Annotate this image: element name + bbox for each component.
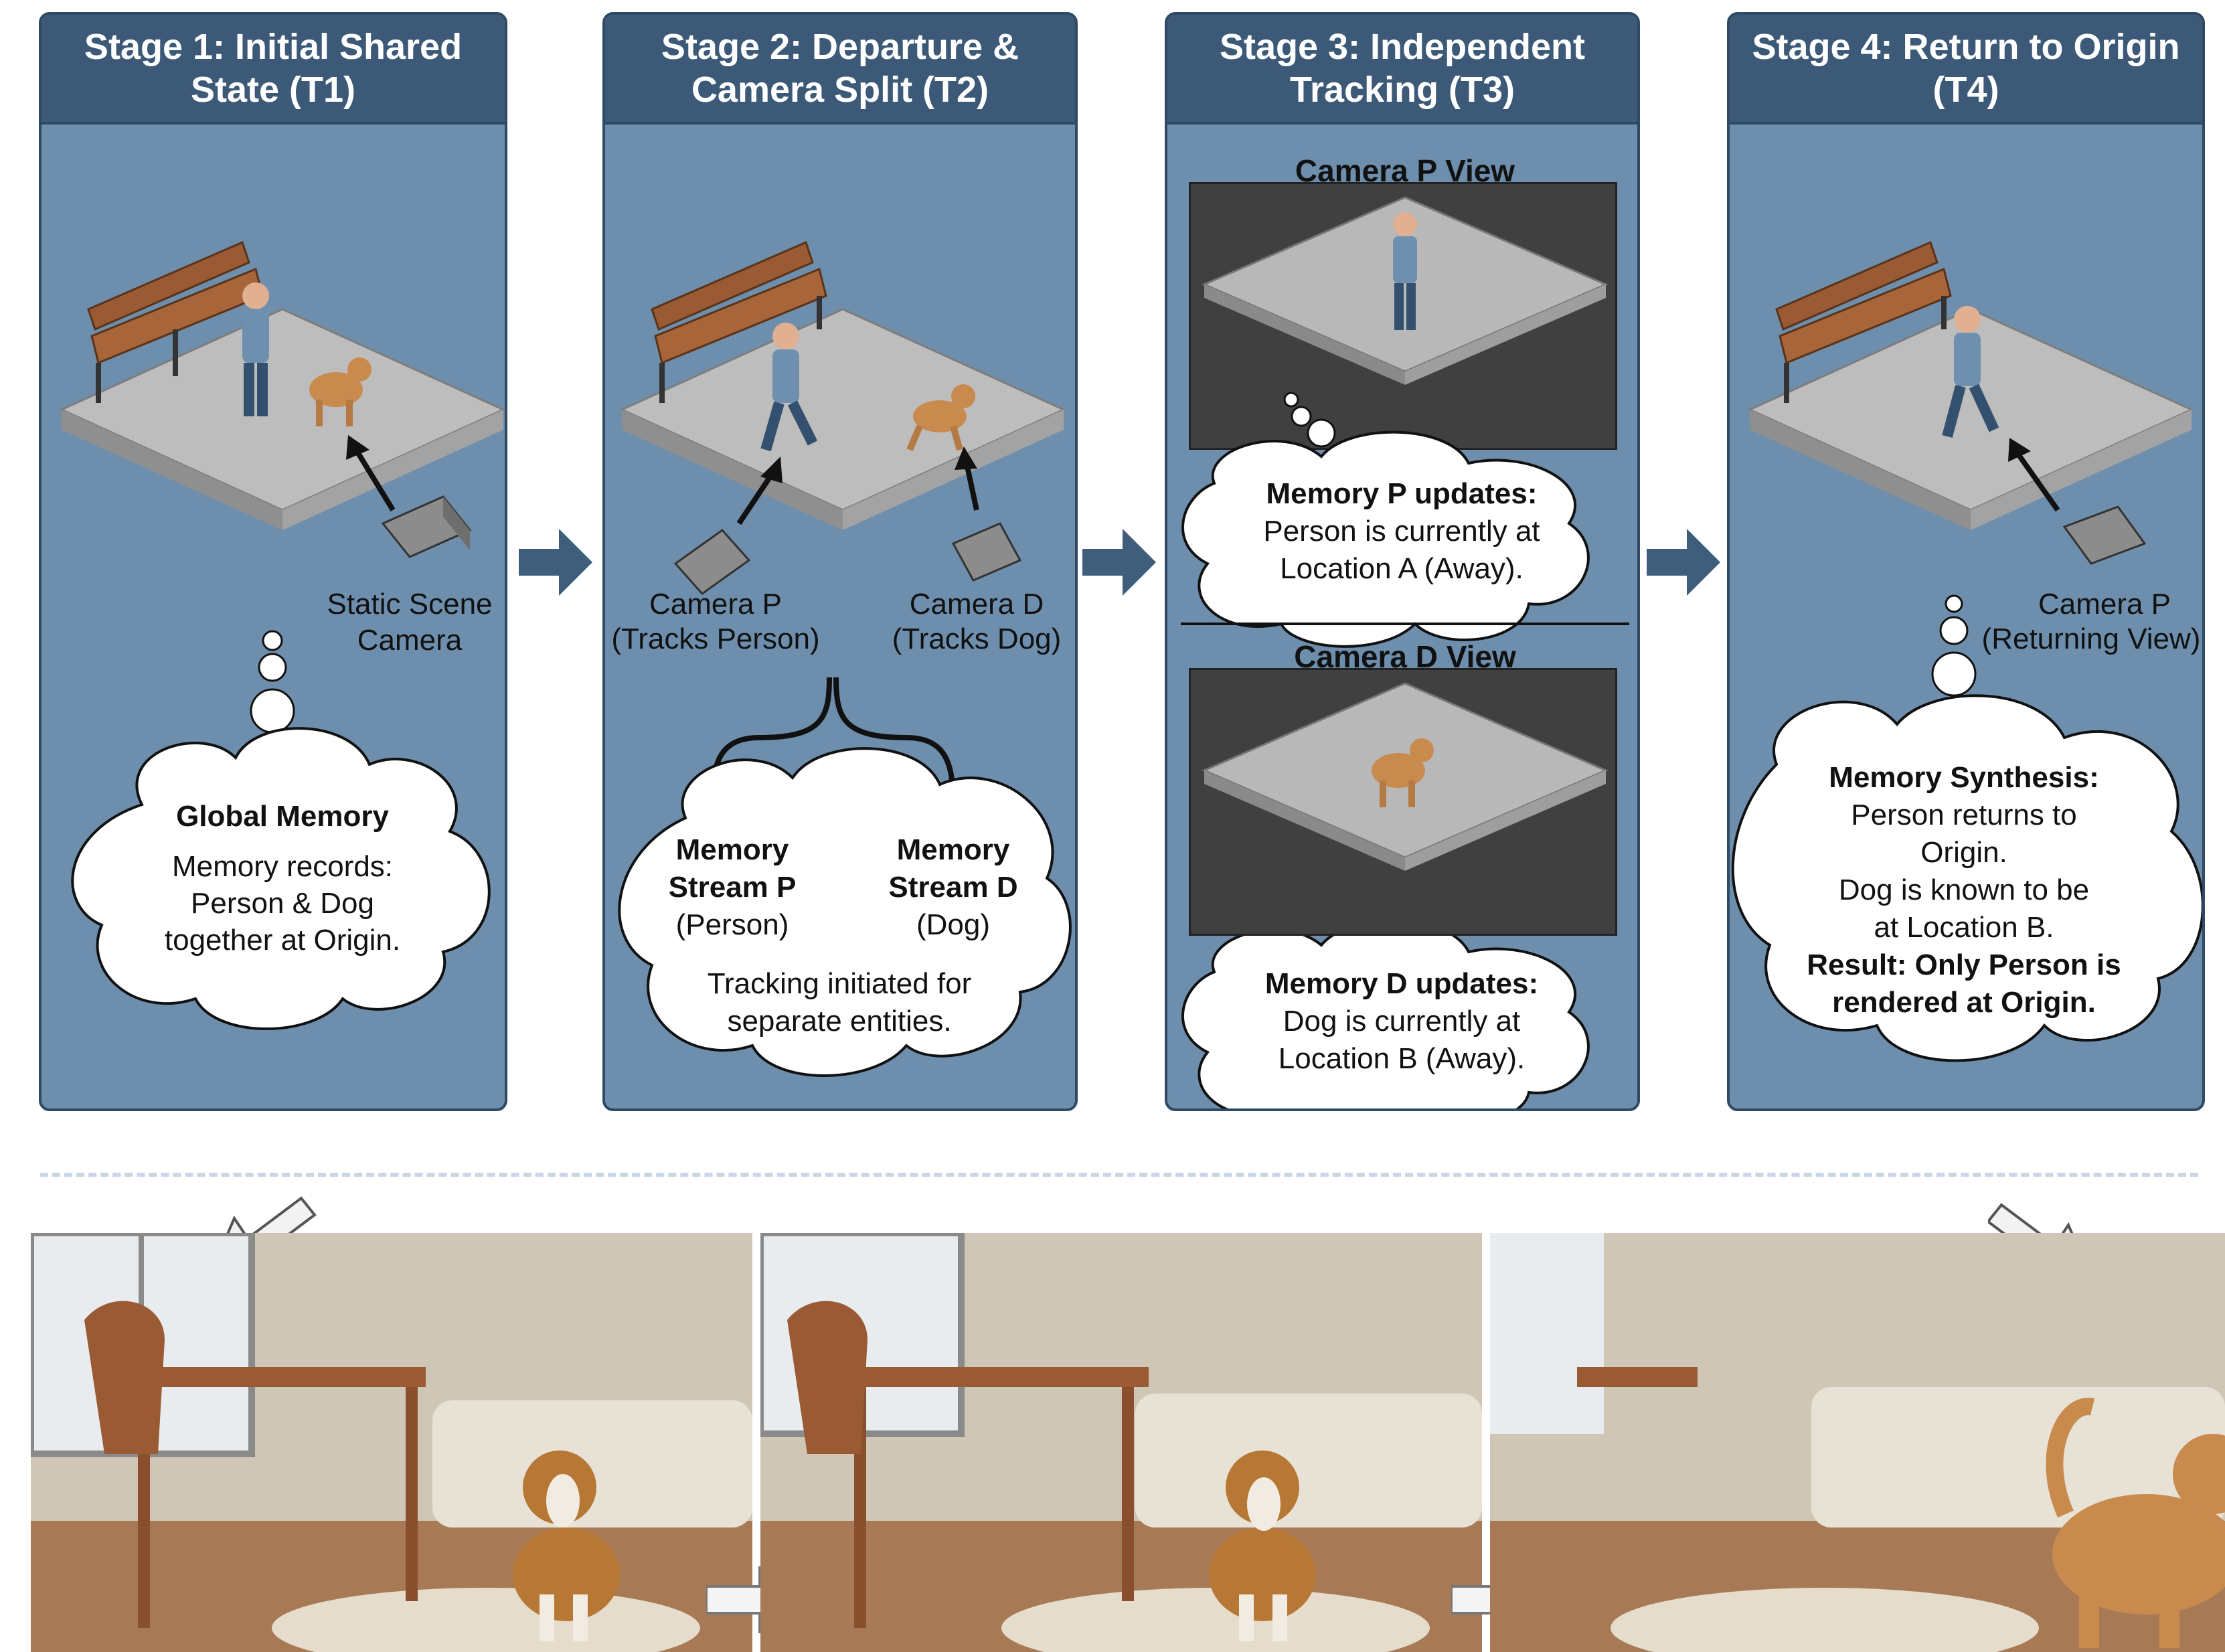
person-icon: [1393, 212, 1417, 330]
global-memory-line-3: together at Origin.: [164, 924, 401, 957]
camera-d-name: Camera D: [909, 588, 1044, 621]
memory-streams-cloud: [618, 747, 1072, 1077]
walking-dog-icon: [906, 384, 975, 451]
render-frame-2: [760, 1233, 1482, 1652]
stage-1-header: Stage 1: Initial Shared State (T1): [42, 15, 505, 125]
memory-d-line-1: Dog is currently at: [1283, 1005, 1521, 1038]
camera-p-name: Camera P: [649, 588, 782, 621]
memory-p-line-1: Person is currently at: [1263, 515, 1540, 548]
memory-p-title: Memory P updates:: [1266, 477, 1538, 510]
stream-d-title-1: Memory: [896, 833, 1010, 866]
memory-d-title: Memory D updates:: [1264, 967, 1539, 1000]
stage-4-title: Stage 4: Return to Origin (T4): [1752, 27, 2180, 110]
table-icon: [841, 1367, 1149, 1387]
camera-p-sub: (Tracks Person): [611, 623, 820, 655]
stream-p-sub: (Person): [675, 908, 789, 941]
table-icon: [125, 1367, 426, 1387]
camera-p-icon: [2062, 505, 2147, 565]
returning-person-icon: [1942, 306, 1999, 438]
synthesis-line-3: Dog is known to be: [1838, 874, 2090, 906]
global-memory-line-1: Memory records:: [171, 850, 394, 883]
memory-synthesis-title: Memory Synthesis:: [1829, 761, 2099, 794]
bench-icon: [651, 240, 827, 403]
static-scene-camera-icon: [381, 495, 472, 558]
sofa-icon: [1135, 1394, 1482, 1527]
dog-icon: [1209, 1451, 1316, 1641]
stage-1-panel: Stage 1: Initial Shared State (T1): [39, 12, 507, 1111]
camera-p-icon: [673, 528, 751, 596]
camera-d-sub: (Tracks Dog): [892, 623, 1062, 655]
dog-icon: [309, 357, 372, 426]
stage-3-title: Stage 3: Independent Tracking (T3): [1219, 27, 1586, 110]
stage-4-scene: [1731, 240, 2202, 1062]
stage-1-scene: [59, 240, 505, 1030]
walking-person-icon: [760, 323, 818, 452]
global-memory-line-2: Person & Dog: [191, 887, 374, 920]
stage-1-to-2-arrow-icon: [519, 529, 592, 596]
dog-icon: [2046, 1398, 2225, 1648]
sofa-icon: [1811, 1387, 2225, 1527]
stage-3-header: Stage 3: Independent Tracking (T3): [1167, 15, 1637, 125]
camera-p-return-sub: (Returning View): [1981, 623, 2201, 655]
stage-3-to-4-arrow-icon: [1647, 529, 1720, 596]
stage-2-title: Stage 2: Departure & Camera Split (T2): [661, 27, 1019, 110]
synthesis-line-1: Person returns to: [1851, 799, 2077, 831]
camera-d-icon: [951, 522, 1022, 582]
table-icon: [1577, 1367, 1698, 1387]
synthesis-line-2: Origin.: [1920, 836, 2007, 869]
section-divider: [40, 1173, 2198, 1177]
render-frame-3: [1490, 1233, 2225, 1652]
memory-p-line-2: Location A (Away).: [1280, 552, 1523, 585]
stage-2-scene: [618, 240, 1072, 1077]
static-scene-camera-label: Static Scene Camera: [327, 588, 493, 657]
camera-p-view: [1189, 182, 1617, 450]
dog-icon: [1372, 738, 1434, 807]
stage-4-panel: Stage 4: Return to Origin (T4) Camera P: [1727, 12, 2205, 1111]
tracking-line-2: separate entities.: [727, 1005, 952, 1038]
global-memory-cloud: [71, 727, 491, 1030]
stage-3-bubbles: [1181, 392, 1629, 1108]
chair-icon: [84, 1301, 165, 1454]
render-frame-1: [31, 1233, 752, 1652]
stage-4-header: Stage 4: Return to Origin (T4): [1730, 15, 2202, 125]
dog-icon: [513, 1451, 620, 1641]
global-memory-title: Global Memory: [176, 800, 389, 833]
memory-p-cloud: [1181, 430, 1590, 648]
tracking-line-1: Tracking initiated for: [707, 967, 972, 1000]
sofa-icon: [432, 1400, 752, 1527]
stage-1-title: Stage 1: Initial Shared State (T1): [84, 27, 463, 110]
camera-d-view: [1189, 668, 1617, 936]
stream-p-title-1: Memory: [675, 833, 789, 866]
memory-synthesis-cloud: [1731, 694, 2202, 1062]
memory-d-line-2: Location B (Away).: [1278, 1042, 1526, 1075]
stage-2-to-3-arrow-icon: [1082, 529, 1156, 596]
chair-icon: [787, 1301, 868, 1454]
camera-p-return-name: Camera P: [2038, 588, 2171, 621]
stream-p-title-2: Stream P: [668, 871, 797, 904]
stage-2-panel: Stage 2: Departure & Camera Split (T2): [602, 12, 1078, 1111]
stage-2-header: Stage 2: Departure & Camera Split (T2): [605, 15, 1075, 125]
person-icon: [242, 282, 269, 416]
bench-icon: [1775, 240, 1952, 403]
stage-3-panel: Stage 3: Independent Tracking (T3) Camer…: [1165, 12, 1640, 1111]
stream-d-sub: (Dog): [916, 908, 991, 941]
stream-d-title-2: Stream D: [888, 871, 1018, 904]
synthesis-result-line-1: Result: Only Person is: [1807, 948, 2121, 981]
synthesis-result-line-2: rendered at Origin.: [1832, 986, 2096, 1019]
synthesis-line-4: at Location B.: [1874, 911, 2054, 944]
